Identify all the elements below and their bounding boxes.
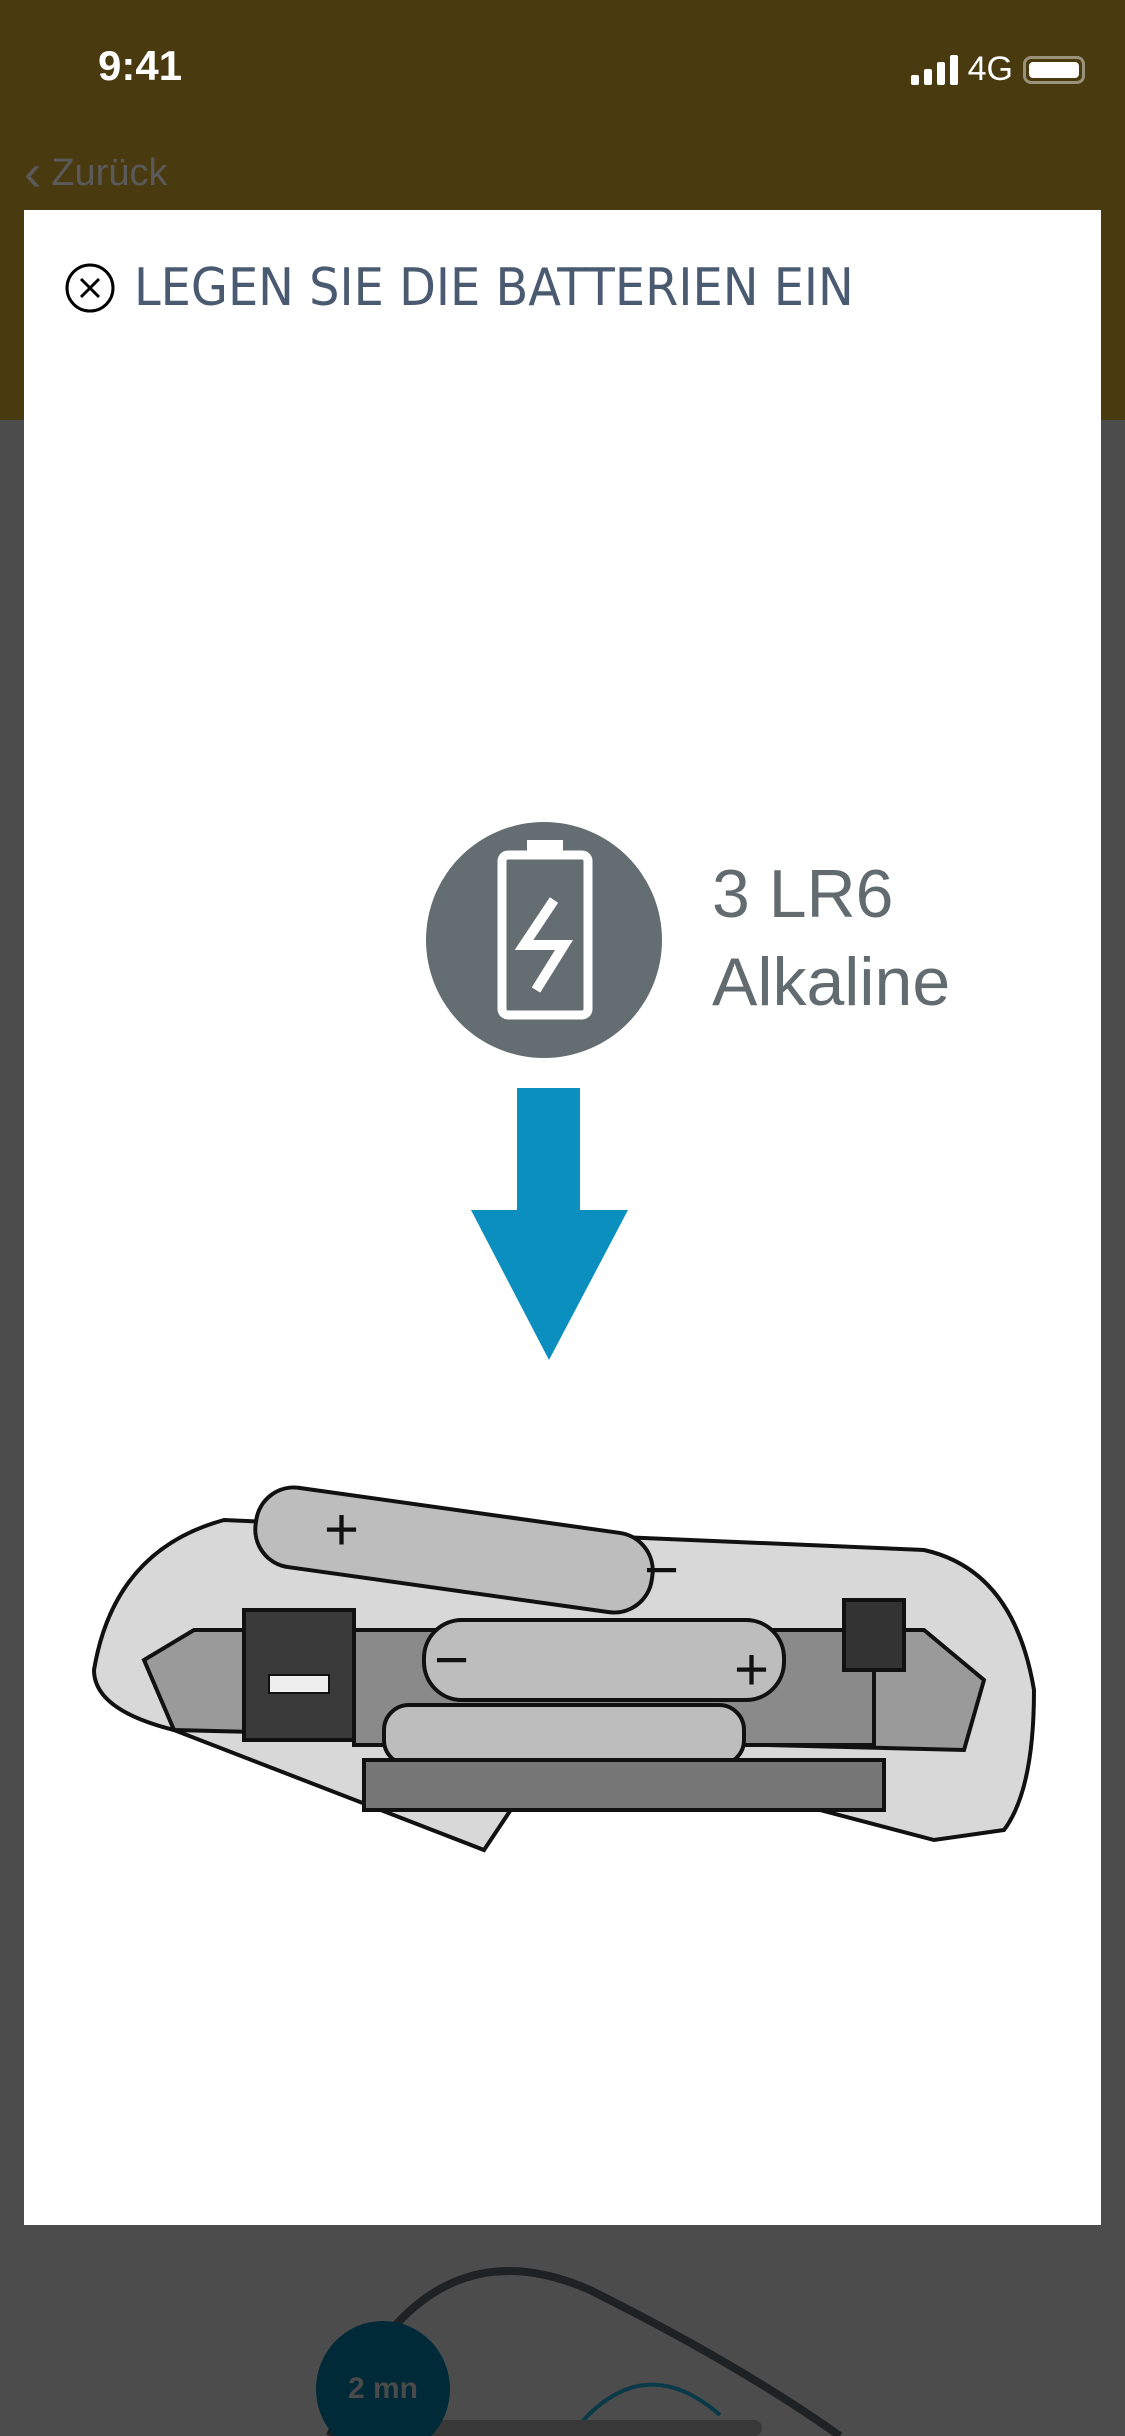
svg-text:−: − <box>644 1536 679 1603</box>
battery-insertion-illustration: + − + − <box>91 822 1037 1853</box>
background-content: 2 mn <box>0 2225 1125 2436</box>
instruction-modal: + − + − LEGEN SIE DIE BATTERIEN EIN 3 LR… <box>24 210 1101 2225</box>
battery-type: Alkaline <box>712 944 951 1020</box>
close-icon[interactable] <box>64 262 116 314</box>
status-icons: 4G <box>910 50 1085 89</box>
modal-header: LEGEN SIE DIE BATTERIEN EIN <box>64 258 916 318</box>
signal-icon <box>910 54 958 85</box>
background-illustration <box>326 2267 843 2436</box>
battery-count: 3 LR6 <box>712 856 894 932</box>
svg-text:+: + <box>734 1636 769 1703</box>
battery-charge-icon <box>497 840 593 1020</box>
battery-icon <box>1023 55 1085 84</box>
battery-spec: 3 LR6 Alkaline <box>712 850 950 1026</box>
back-button[interactable]: ‹ Zurück <box>24 146 167 200</box>
timer-badge: 2 mn <box>316 2321 450 2436</box>
svg-text:−: − <box>434 1626 469 1693</box>
device-illustration: + − + − <box>91 1485 1037 1853</box>
modal-title: LEGEN SIE DIE BATTERIEN EIN <box>134 258 854 318</box>
down-arrow-icon <box>471 1088 628 1360</box>
svg-text:+: + <box>324 1496 359 1563</box>
network-label: 4G <box>967 50 1013 88</box>
back-label: Zurück <box>51 152 168 194</box>
chevron-left-icon: ‹ <box>24 144 42 202</box>
status-time: 9:41 <box>98 42 183 89</box>
